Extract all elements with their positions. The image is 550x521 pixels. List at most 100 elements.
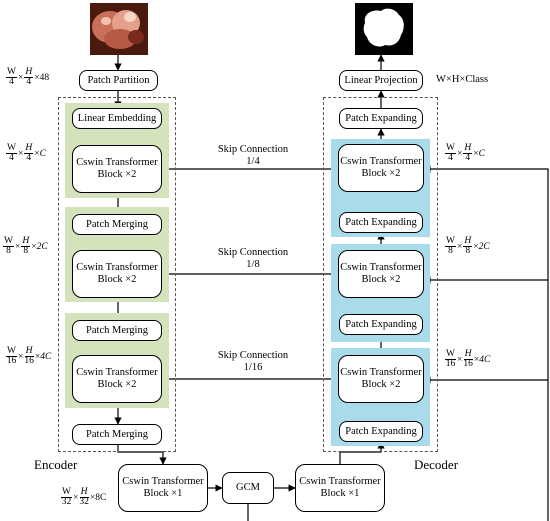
dim0-h: H [24, 67, 34, 78]
decoder-label: Decoder [414, 457, 459, 472]
patch-expanding-box-2: Patch Expanding [339, 314, 423, 335]
ddim3-wd: 16 [445, 359, 456, 369]
patch-expanding-label-top: Patch Expanding [345, 112, 417, 124]
ddim3-h: H [463, 349, 473, 360]
patch-expanding-label-2: Patch Expanding [345, 318, 417, 330]
decoder-cswin-block-1: Cswin Transformer Block ×2 [338, 144, 424, 192]
dim2-wd: 8 [6, 246, 11, 256]
linear-embedding-label: Linear Embedding [77, 112, 157, 124]
dim3-wd: 16 [6, 356, 17, 366]
decoder-block-2-line2: Block ×2 [361, 274, 401, 285]
encoder-cswin-block-2: Cswin Transformer Block ×2 [72, 250, 162, 298]
ddim2-c: 2C [478, 241, 490, 252]
patch-partition-label: Patch Partition [87, 74, 150, 86]
ddim1-w: W [445, 143, 456, 154]
bottleneck-encoder-line2: Block ×1 [143, 488, 183, 499]
decoder-block-3-line1: Cswin Transformer [340, 367, 422, 378]
ddim3-c: 4C [479, 354, 491, 365]
ddim1-wd: 4 [448, 153, 453, 163]
dim1-c: C [39, 148, 46, 159]
ddim2-hd: 8 [465, 246, 471, 256]
dim1-h: H [24, 143, 34, 154]
dim2-h: H [21, 236, 31, 247]
dec-up-0 [339, 441, 385, 464]
ddim3-hd: 16 [463, 359, 473, 369]
patch-expanding-box-1: Patch Expanding [339, 212, 423, 233]
decoder-group [323, 97, 438, 452]
patch-merging-box-1: Patch Merging [72, 214, 162, 235]
decoder-cswin-block-2: Cswin Transformer Block ×2 [338, 250, 424, 298]
dim0-hd: 4 [26, 77, 32, 87]
dim3-c: 4C [40, 351, 52, 362]
dim2-hd: 8 [23, 246, 29, 256]
patch-merging-box-3: Patch Merging [72, 424, 162, 445]
ddim3-w: W [445, 349, 456, 360]
patch-partition-box: Patch Partition [79, 70, 158, 91]
bottleneck-encoder-line1: Cswin Transformer [122, 476, 204, 487]
patch-expanding-label-1: Patch Expanding [345, 216, 417, 228]
dim3-h: H [24, 346, 34, 357]
ddim2-w: W [445, 236, 456, 247]
encoder-cswin-block-3: Cswin Transformer Block ×2 [72, 355, 162, 403]
dim4-hd: 32 [79, 497, 89, 507]
linear-projection-label: Linear Projection [344, 74, 418, 86]
patch-merging-label-3: Patch Merging [86, 428, 148, 440]
encoder-block-1-line1: Cswin Transformer [76, 157, 158, 168]
encoder-cswin-block-1: Cswin Transformer Block ×2 [72, 145, 162, 193]
encoder-group [58, 97, 176, 452]
skip-2-scale: 1/8 [246, 259, 260, 270]
dim4-c: 8C [95, 492, 107, 503]
skip-connection-label-2: Skip Connection 1/8 [203, 247, 303, 271]
dim3-w: W [6, 346, 17, 357]
decoder-block-2-line1: Cswin Transformer [340, 262, 422, 273]
dim4-w: W [61, 487, 72, 498]
bottleneck-decoder-block: Cswin Transformer Block ×1 [295, 464, 385, 512]
skip-1-title: Skip Connection [217, 144, 289, 155]
side-line-1 [423, 165, 549, 521]
patch-expanding-label-3: Patch Expanding [345, 425, 417, 437]
decoder-block-1-line2: Block ×2 [361, 168, 401, 179]
dim4-wd: 32 [61, 497, 72, 507]
linear-projection-box: Linear Projection [339, 70, 423, 91]
skip-connection-label-1: Skip Connection 1/4 [203, 144, 303, 168]
bottleneck-decoder-line1: Cswin Transformer [299, 476, 381, 487]
bottleneck-decoder-line2: Block ×1 [320, 488, 360, 499]
segmentation-mask-icon [355, 3, 413, 55]
dim0-c: 48 [39, 72, 50, 83]
skip-3-scale: 1/16 [243, 362, 263, 373]
dim4-h: H [79, 487, 89, 498]
ddim2-h: H [463, 236, 473, 247]
dim1-hd: 4 [26, 153, 32, 163]
bottleneck-encoder-block: Cswin Transformer Block ×1 [118, 464, 208, 512]
patch-expanding-box-3: Patch Expanding [339, 421, 423, 442]
patch-merging-label-2: Patch Merging [86, 324, 148, 336]
decoder-block-3-line2: Block ×2 [361, 379, 401, 390]
ddim2-wd: 8 [448, 246, 453, 256]
encoder-block-2-line2: Block ×2 [97, 274, 137, 285]
skip-2-title: Skip Connection [217, 247, 289, 258]
output-dim-label: W×H×Class [436, 74, 489, 85]
encoder-block-2-line1: Cswin Transformer [76, 262, 158, 273]
encoder-label: Encoder [34, 457, 78, 472]
gcm-label: GCM [236, 482, 260, 493]
gcm-box: GCM [222, 472, 274, 504]
patch-merging-label-1: Patch Merging [86, 218, 148, 230]
dim3-hd: 16 [24, 356, 34, 366]
dim0-wd: 4 [9, 77, 14, 87]
encoder-block-3-line1: Cswin Transformer [76, 367, 158, 378]
endoscopy-image-icon [90, 3, 148, 55]
dim1-wd: 4 [9, 153, 14, 163]
dim1-w: W [6, 143, 17, 154]
decoder-block-1-line1: Cswin Transformer [340, 156, 422, 167]
patch-expanding-box-top: Patch Expanding [339, 108, 423, 129]
skip-3-title: Skip Connection [217, 350, 289, 361]
patch-merging-box-2: Patch Merging [72, 320, 162, 341]
ddim1-h: H [463, 143, 473, 154]
linear-embedding-box: Linear Embedding [72, 108, 162, 129]
